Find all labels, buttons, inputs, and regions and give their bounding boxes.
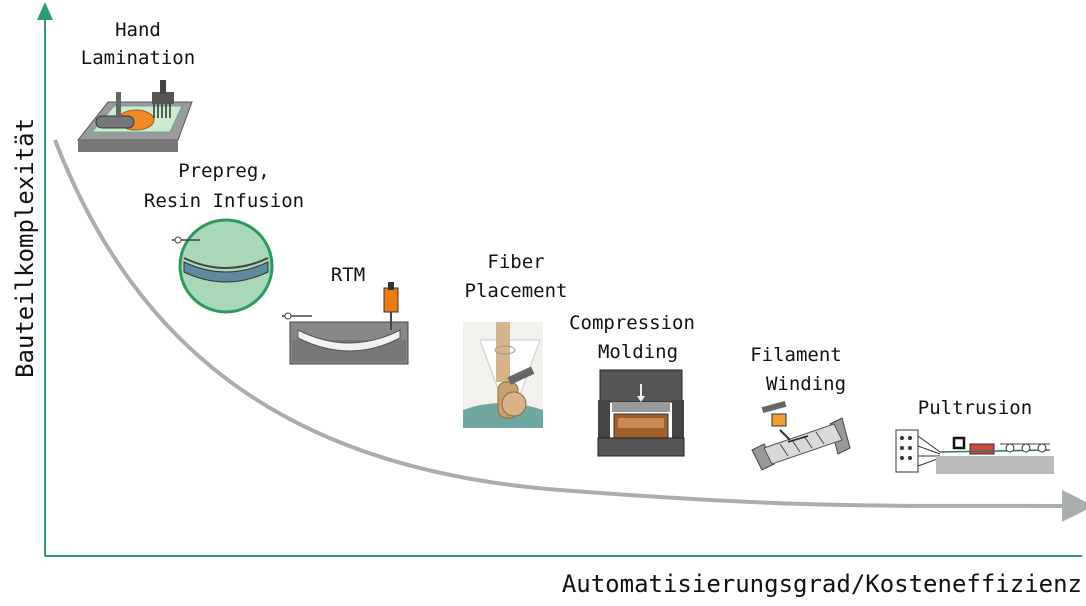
process-pultrusion: Pultrusion xyxy=(895,397,1054,474)
process-label-line: Winding xyxy=(766,373,846,395)
process-label-line: Filament xyxy=(750,344,842,366)
process-label-line: Hand xyxy=(115,19,161,41)
process-rtm: RTM xyxy=(282,264,409,365)
process-fiber-placement: Fiber Placement xyxy=(463,251,567,428)
process-label-line: RTM xyxy=(331,264,365,286)
rtm-icon xyxy=(282,282,409,365)
hand-lamination-icon xyxy=(76,80,193,152)
pultrusion-icon xyxy=(895,429,1054,474)
process-label-line: Pultrusion xyxy=(918,397,1032,419)
y-axis-label: Bauteilkomplexität xyxy=(11,118,39,378)
process-prepreg-resin-infusion: Prepreg, Resin Infusion xyxy=(144,160,304,314)
resin-infusion-icon xyxy=(172,218,274,314)
process-label-line: Fiber xyxy=(487,251,544,273)
filament-winding-icon xyxy=(751,400,851,471)
process-label-line: Prepreg, xyxy=(178,160,270,182)
process-label-line: Placement xyxy=(465,280,568,302)
x-axis-label: Automatisierungsgrad/Kosteneffizienz xyxy=(562,570,1082,598)
process-label-line: Lamination xyxy=(81,47,195,69)
process-compression-molding: Compression Molding xyxy=(569,312,695,457)
process-filament-winding: Filament Winding xyxy=(750,344,851,471)
process-label-line: Compression xyxy=(569,312,695,334)
process-hand-lamination: Hand Lamination xyxy=(76,19,195,152)
process-label-line: Resin Infusion xyxy=(144,190,304,212)
process-label-line: Molding xyxy=(598,341,678,363)
fiber-placement-icon xyxy=(463,322,543,428)
compression-molding-icon xyxy=(597,369,685,457)
trend-curve xyxy=(53,139,1086,522)
